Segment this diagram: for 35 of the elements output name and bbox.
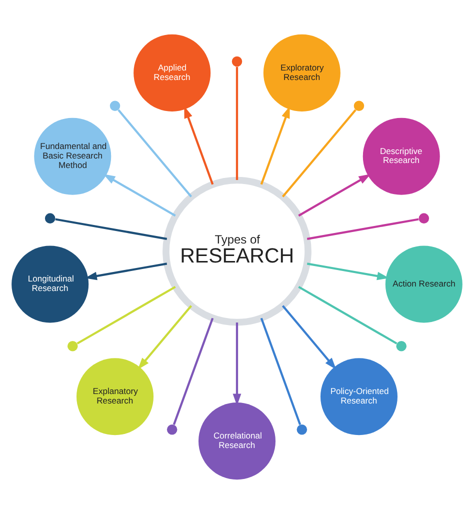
connector — [118, 109, 192, 198]
arrow — [282, 305, 336, 370]
node-circle: Applied Research — [134, 34, 211, 112]
connector — [260, 318, 302, 425]
node-circle: Fundamental and Basic Research Method — [34, 118, 112, 195]
connector — [76, 286, 176, 344]
node-circle: Longitudinal Research — [12, 246, 89, 323]
node-circle — [166, 424, 178, 435]
arrow — [306, 262, 390, 280]
node-circle: Descriptive Research — [362, 118, 440, 195]
arrow — [84, 262, 168, 280]
arrow — [260, 106, 290, 185]
node-circle — [396, 341, 406, 352]
node-circle — [232, 56, 242, 67]
node-circle — [110, 100, 120, 112]
node-circle: Exploratory Research — [263, 34, 340, 112]
node-circle: Action Research — [385, 246, 462, 323]
node-circle — [354, 100, 364, 112]
arrow — [103, 174, 176, 217]
connector — [236, 66, 238, 180]
arrow — [138, 305, 192, 370]
node-circle — [68, 341, 78, 352]
node-circle: Correlational Research — [198, 402, 276, 480]
node-circle — [418, 213, 430, 224]
connector — [172, 318, 214, 425]
connector — [55, 218, 168, 240]
connector — [298, 286, 398, 344]
node-circle — [296, 424, 308, 435]
node-circle — [44, 213, 56, 224]
node-circle: Types of RESEARCH — [162, 176, 312, 326]
arrow — [232, 322, 242, 406]
arrow — [184, 106, 214, 185]
connector — [306, 218, 419, 240]
arrow — [298, 174, 371, 217]
connector — [282, 109, 356, 198]
